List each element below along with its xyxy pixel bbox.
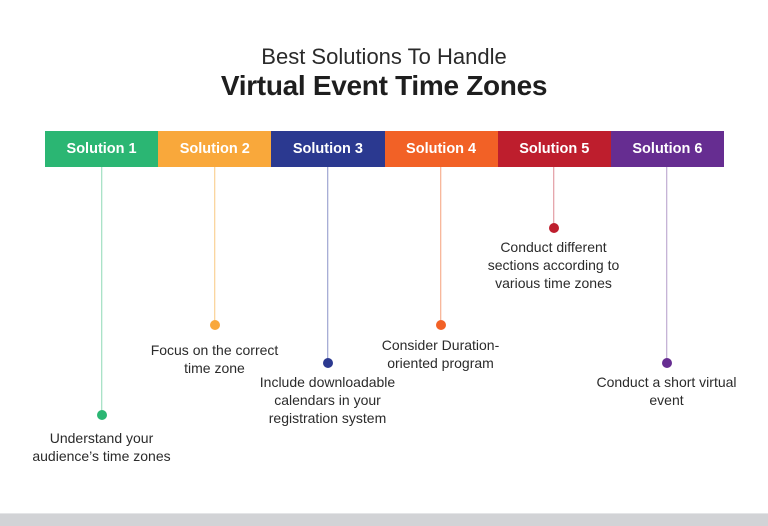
title-line-2: Virtual Event Time Zones [220,70,548,101]
timeline-dot-icon [435,320,446,330]
solution-5-description: Conduct different sections according to … [487,239,620,291]
footer-band [0,513,768,526]
solution-2-description: Focus on the correct time zone [150,342,279,376]
solution-1-description: Understand your audience’s time zones [32,430,171,464]
solution-6-tab: Solution 6 [610,131,725,167]
solution-3-description: Include downloadable calendars in your r… [259,374,396,426]
solution-4-description: Consider Duration-oriented program [381,337,500,371]
connector-line [439,167,442,325]
solution-3-tab: Solution 3 [271,131,385,167]
solution-4-tab: Solution 4 [384,131,498,167]
connector-line [326,167,329,363]
connector-line [100,167,103,415]
solution-2-tab: Solution 2 [158,131,272,167]
timeline-dot-icon [548,223,559,233]
solution-6-description: Conduct a short virtual event [596,374,737,408]
solutions-bar: Solution 1 Solution 2 Solution 3 Solutio… [45,131,725,167]
connector-line [552,167,555,228]
solution-5-tab: Solution 5 [497,131,611,167]
connector-line [665,167,668,363]
timeline-dot-icon [661,358,672,368]
timeline-dot-icon [322,358,333,368]
timeline-dot-icon [209,320,220,330]
connector-line [213,167,216,325]
timeline-dot-icon [96,410,107,420]
title-line-1: Best Solutions To Handle [261,44,507,69]
solution-1-tab: Solution 1 [45,131,159,167]
